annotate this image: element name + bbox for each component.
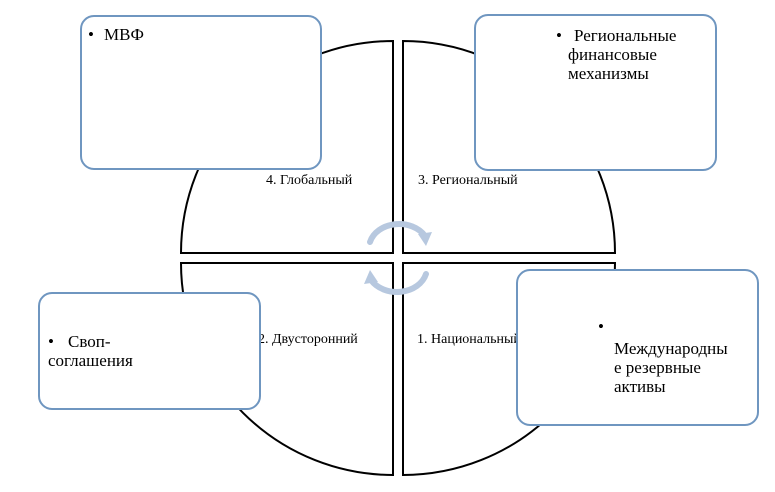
cycle-arrowhead-bottom-icon	[364, 270, 378, 284]
box-text-line: соглашения	[48, 351, 133, 370]
box-text-line: е резервные	[614, 358, 701, 377]
box-international-reserves: • Международны е резервные активы	[516, 269, 759, 426]
box-text-line: финансовые	[568, 45, 657, 64]
box-regional-mechanisms: • Региональные финансовые механизмы	[474, 14, 717, 171]
box-text-line: Региональные	[574, 26, 677, 45]
quadrant-label-global: 4. Глобальный	[266, 173, 353, 188]
quadrant-label-regional: 3. Региональный	[418, 173, 518, 188]
bullet-marker: •	[88, 25, 94, 44]
circular-cycle-arrows-icon	[367, 221, 429, 295]
box-text-line: МВФ	[104, 25, 144, 44]
bullet-marker: •	[556, 26, 562, 45]
box-text-line: активы	[614, 377, 666, 396]
box-text: Региональные	[574, 26, 676, 45]
box-text-line: Своп-	[68, 332, 111, 351]
bullet-marker: •	[48, 332, 54, 351]
box-text: Своп-	[68, 332, 111, 351]
box-global-imf: • МВФ	[80, 15, 322, 170]
cycle-arrowhead-top-icon	[418, 232, 432, 246]
quadrant-label-bilateral: 2. Двусторонний	[258, 332, 358, 347]
bullet-marker: •	[598, 317, 604, 336]
box-text: МВФ	[104, 25, 144, 44]
box-text-line: механизмы	[568, 64, 649, 83]
box-swap-agreements: • Своп- соглашения	[38, 292, 261, 410]
quadrant-label-national: 1. Национальный	[417, 332, 521, 347]
box-text: соглашения	[48, 351, 133, 370]
box-text: Международны е резервные активы	[614, 339, 728, 396]
box-text-line: Международны	[614, 339, 728, 358]
box-text: финансовые механизмы	[568, 45, 657, 83]
